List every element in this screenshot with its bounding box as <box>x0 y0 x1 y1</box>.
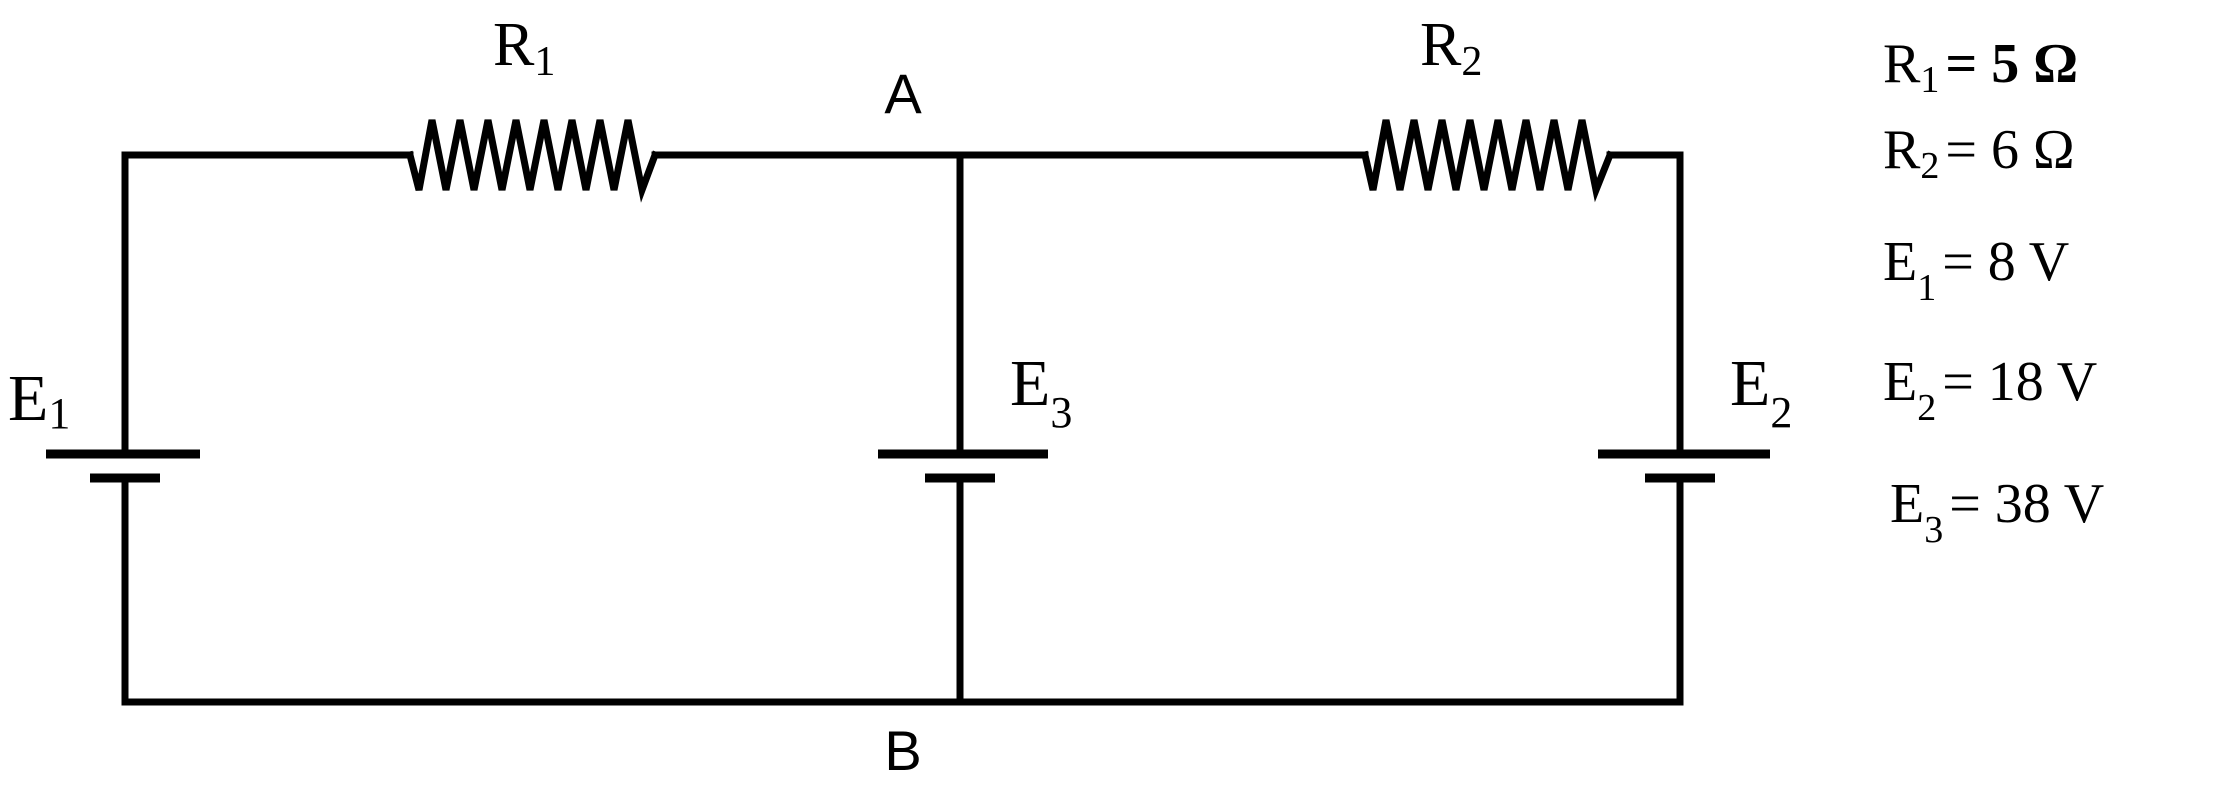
value-e2: E2= 18 V <box>1883 351 2097 429</box>
value-r1: R1= 5 Ω <box>1883 33 2078 101</box>
value-e1: E1= 8 V <box>1883 231 2069 309</box>
resistor-r1-icon <box>405 119 660 203</box>
value-r2: R2= 6 Ω <box>1883 119 2075 187</box>
battery-e1-icon <box>46 449 200 483</box>
label-e1: E1 <box>8 362 70 438</box>
label-e3: E3 <box>1010 347 1072 437</box>
wire-top-right <box>1606 151 1684 458</box>
battery-e2-icon <box>1598 449 1770 483</box>
value-e3: E3= 38 V <box>1890 473 2104 551</box>
resistor-r2-icon <box>1360 119 1615 203</box>
label-e2: E2 <box>1730 347 1792 437</box>
label-r2: R2 <box>1420 11 1482 85</box>
battery-e3-icon <box>878 449 1048 483</box>
wire-top-left <box>121 151 414 458</box>
node-a-label: A <box>884 62 922 125</box>
node-b-label: B <box>884 719 921 782</box>
label-r1: R1 <box>493 11 555 85</box>
